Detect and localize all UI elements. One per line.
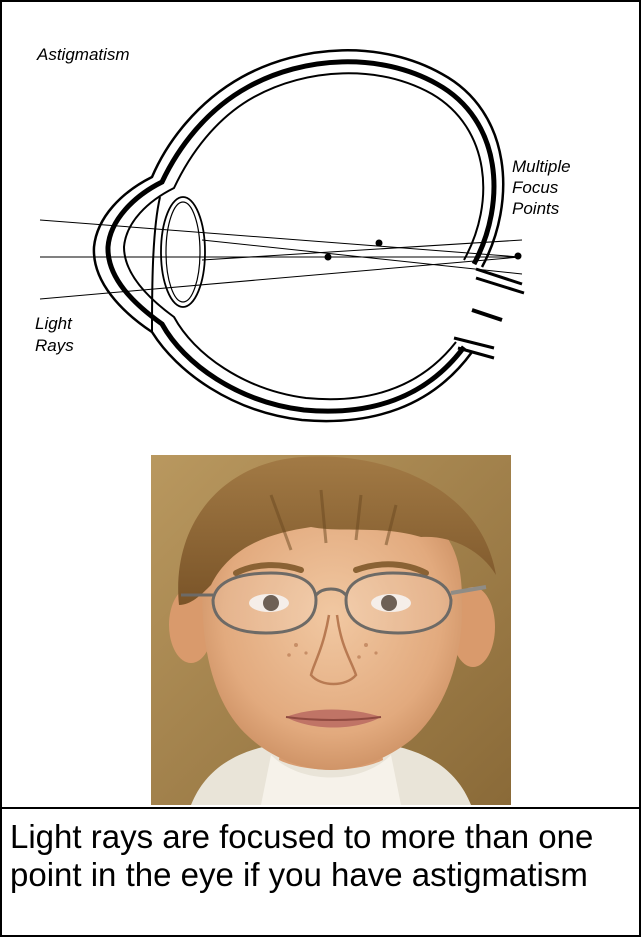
optic-nerve-lower-2 <box>458 348 494 358</box>
focus-point-1 <box>325 254 332 261</box>
boy-with-glasses-photo <box>151 455 511 805</box>
focus-point-3 <box>515 253 522 260</box>
rays-label-line-2: Rays <box>35 335 74 356</box>
optic-nerve-lower-1 <box>454 338 494 348</box>
focus-label-line-3: Points <box>512 198 559 219</box>
iris-line <box>152 197 160 332</box>
astigmatism-eye-diagram <box>2 2 639 442</box>
focus-label-line-2: Focus <box>512 177 558 198</box>
optic-nerve-upper-2 <box>476 278 524 293</box>
optic-nerve-center <box>472 310 502 320</box>
caption-divider <box>0 807 641 809</box>
focus-point-2 <box>376 240 383 247</box>
eye-middle-wall <box>108 62 494 411</box>
rays-label-line-1: Light <box>35 313 72 334</box>
lens-inner <box>166 202 200 302</box>
caption-text: Light rays are focused to more than one … <box>10 818 630 894</box>
light-ray-top <box>40 220 520 257</box>
diagram-title: Astigmatism <box>37 44 130 65</box>
focus-label-line-1: Multiple <box>512 156 571 177</box>
lens-outer <box>161 197 205 307</box>
